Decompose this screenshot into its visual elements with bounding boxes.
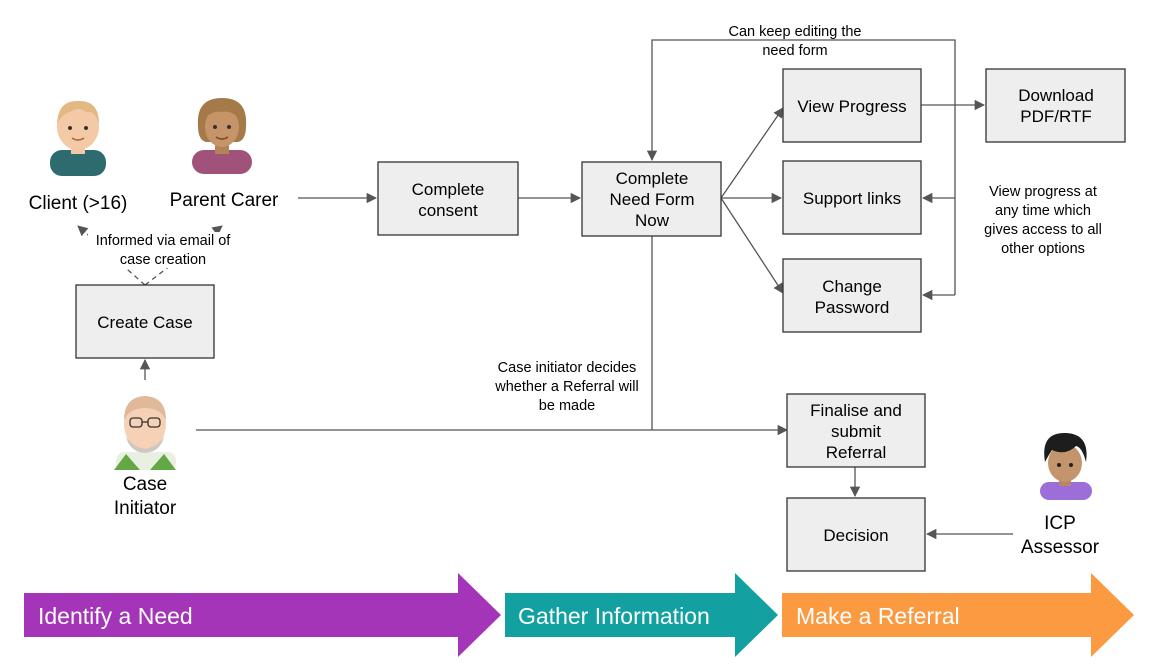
download-label-1: Download: [1018, 86, 1094, 105]
connectors: [77, 39, 1013, 540]
svg-text:be made: be made: [539, 398, 595, 414]
need-form-label-3: Now: [635, 211, 670, 230]
svg-text:any time which: any time which: [995, 203, 1091, 219]
finalise-label-2: submit: [831, 422, 881, 441]
arrow-needform-to-changepassword: [720, 197, 784, 294]
svg-text:gives access to all: gives access to all: [984, 222, 1102, 238]
change-password-label-2: Password: [815, 298, 890, 317]
finalise-referral-box: Finalise and submit Referral: [786, 393, 926, 468]
change-password-box: Change Password: [782, 258, 922, 333]
icp-assessor-avatar: [1040, 432, 1092, 500]
note-informed-email: Informed via email of case creation: [88, 232, 238, 268]
svg-text:whether a Referral will: whether a Referral will: [494, 379, 638, 395]
create-case-box: Create Case: [75, 284, 215, 359]
case-initiator-avatar: [114, 396, 176, 470]
need-form-label-2: Need Form: [609, 190, 694, 209]
note-initiator-decides: Case initiator decides whether a Referra…: [494, 360, 638, 414]
icp-assessor-label-2: Assessor: [1021, 537, 1100, 558]
download-box: Download PDF/RTF: [985, 68, 1126, 143]
parent-carer-avatar: [192, 98, 252, 174]
svg-text:Case initiator decides: Case initiator decides: [498, 360, 637, 376]
stage-gather-information-label: Gather Information: [518, 603, 710, 629]
icp-assessor-label-1: ICP: [1044, 513, 1076, 534]
complete-consent-label-2: consent: [418, 201, 478, 220]
parent-carer-label: Parent Carer: [170, 190, 279, 211]
change-password-label-1: Change: [822, 277, 882, 296]
decision-label: Decision: [823, 526, 888, 545]
need-form-label-1: Complete: [616, 169, 689, 188]
client-avatar: [50, 100, 106, 176]
svg-text:case creation: case creation: [120, 252, 206, 268]
arrow-loop-to-needform: [646, 39, 956, 162]
view-progress-box: View Progress: [782, 68, 922, 143]
note-keep-editing: Can keep editing the need form: [728, 24, 861, 59]
arrow-needform-to-viewprogress: [720, 107, 784, 199]
stage-identify-need: Identify a Need: [24, 573, 501, 657]
case-initiator-label-2: Initiator: [114, 498, 177, 519]
complete-need-form-box: Complete Need Form Now: [581, 161, 722, 237]
svg-text:Can keep editing the: Can keep editing the: [728, 24, 861, 40]
decision-box: Decision: [786, 497, 926, 572]
svg-text:need form: need form: [762, 43, 827, 59]
finalise-label-1: Finalise and: [810, 401, 902, 420]
support-links-box: Support links: [782, 160, 922, 235]
svg-text:Informed via email of: Informed via email of: [96, 233, 232, 249]
complete-consent-label-1: Complete: [412, 180, 485, 199]
complete-consent-box: Complete consent: [377, 161, 519, 236]
svg-text:other options: other options: [1001, 241, 1085, 257]
view-progress-label: View Progress: [797, 97, 906, 116]
stage-identify-need-label: Identify a Need: [38, 603, 193, 629]
stage-gather-information: Gather Information: [505, 573, 778, 657]
client-label: Client (>16): [29, 193, 128, 214]
support-links-label: Support links: [803, 189, 901, 208]
stage-make-referral-label: Make a Referral: [796, 603, 960, 629]
download-label-2: PDF/RTF: [1020, 107, 1091, 126]
stage-make-referral: Make a Referral: [782, 573, 1134, 657]
case-initiator-label-1: Case: [123, 474, 167, 495]
create-case-label: Create Case: [97, 313, 192, 332]
note-view-progress: View progress at any time which gives ac…: [984, 184, 1102, 257]
svg-text:View progress at: View progress at: [989, 184, 1097, 200]
finalise-label-3: Referral: [826, 443, 886, 462]
